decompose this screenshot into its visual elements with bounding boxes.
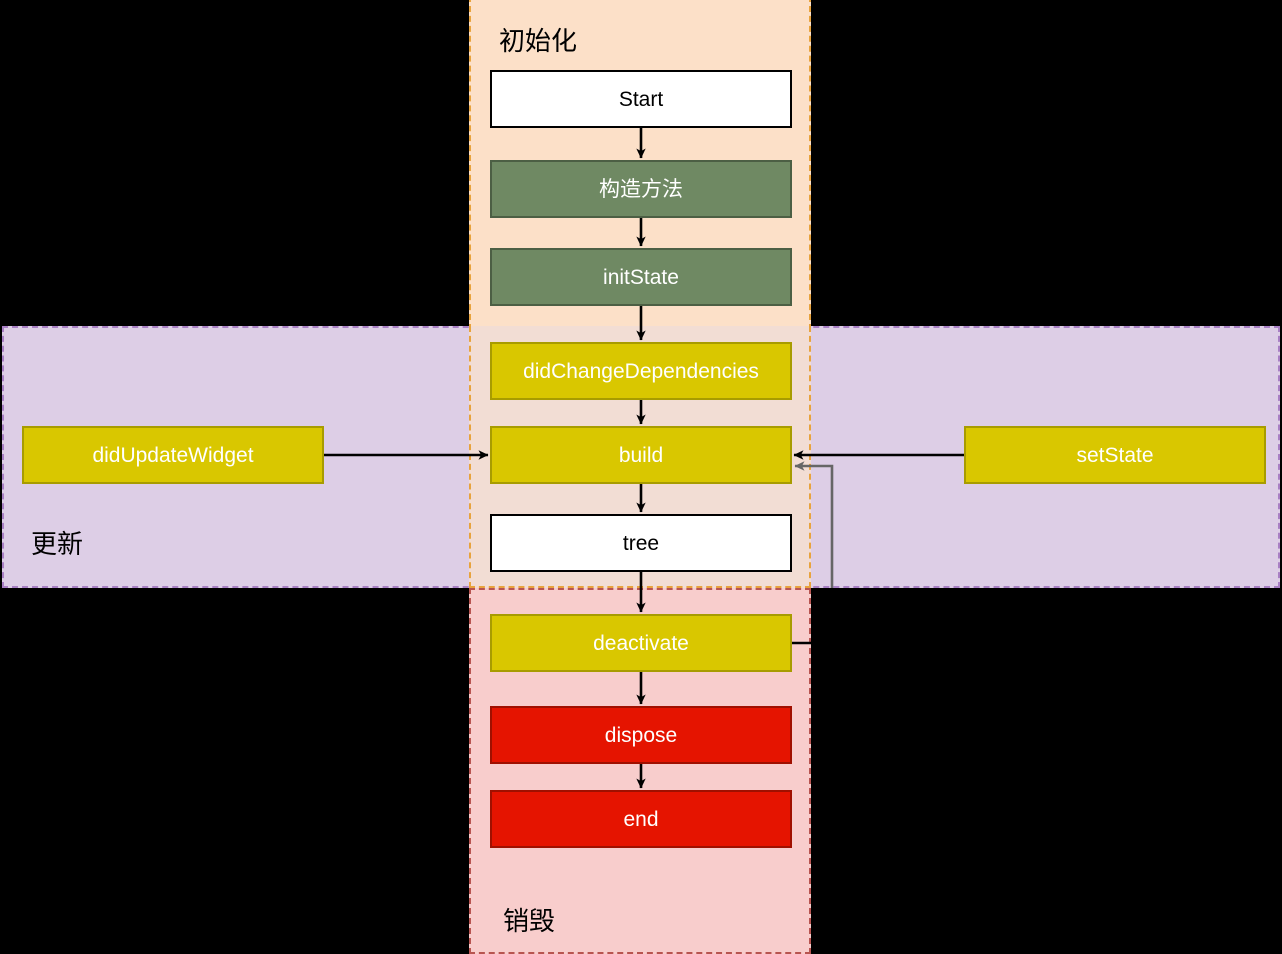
node-start[interactable]: Start xyxy=(490,70,792,128)
node-constructor[interactable]: 构造方法 xyxy=(490,160,792,218)
node-didupdatewidget[interactable]: didUpdateWidget xyxy=(22,426,324,484)
node-didchangedependencies[interactable]: didChangeDependencies xyxy=(490,342,792,400)
node-deactivate[interactable]: deactivate xyxy=(490,614,792,672)
node-setstate[interactable]: setState xyxy=(964,426,1266,484)
node-initstate[interactable]: initState xyxy=(490,248,792,306)
region-label-update: 更新 xyxy=(31,529,84,559)
node-build[interactable]: build xyxy=(490,426,792,484)
region-label-initialization: 初始化 xyxy=(499,26,578,56)
node-end[interactable]: end xyxy=(490,790,792,848)
node-dispose[interactable]: dispose xyxy=(490,706,792,764)
node-tree[interactable]: tree xyxy=(490,514,792,572)
region-label-destroy: 销毁 xyxy=(503,906,556,936)
